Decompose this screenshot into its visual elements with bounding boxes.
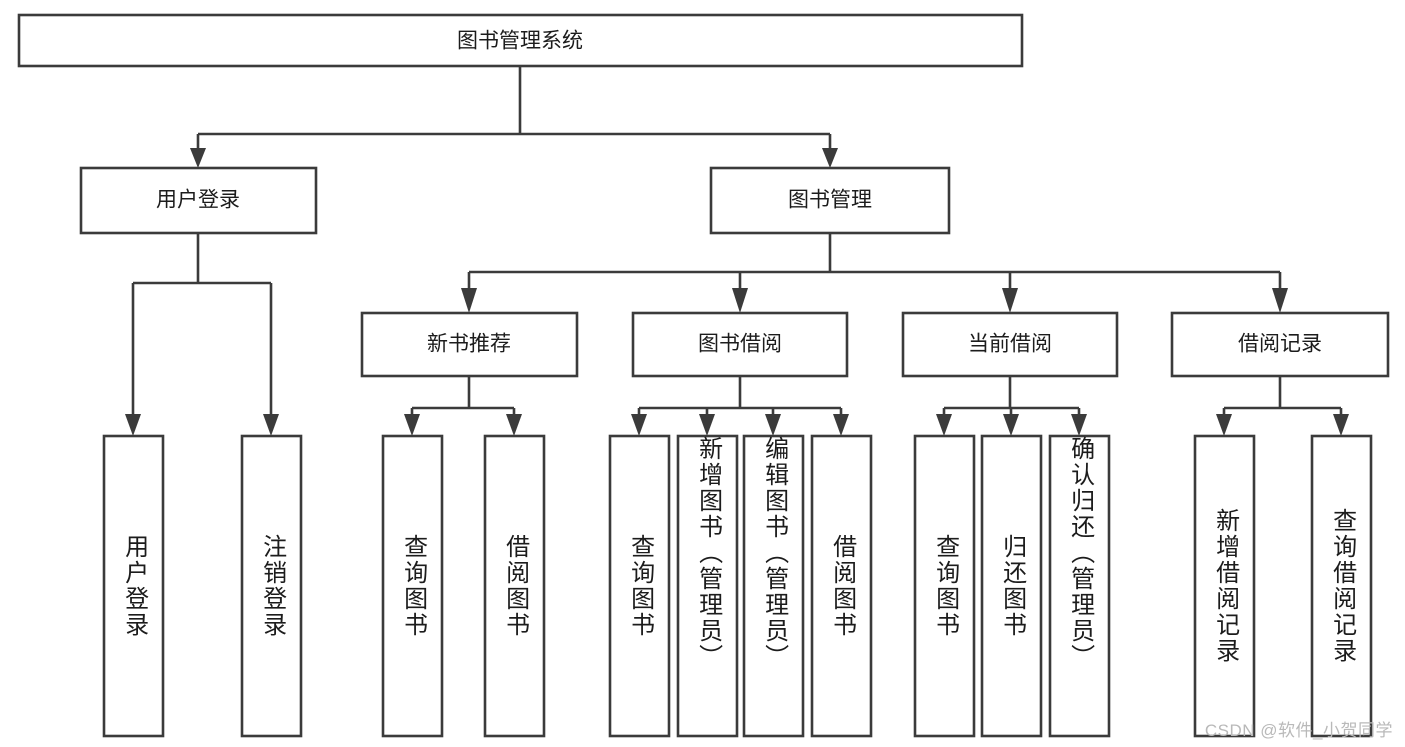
leaf-borrow-record-0[interactable]: [1193, 434, 1256, 738]
connector-root-to-level2: [196, 66, 832, 152]
connector-borrowrecord-bus: [1222, 376, 1343, 418]
watermark-text: CSDN @软件_小贺同学: [1204, 721, 1393, 740]
node-book-manage[interactable]: [709, 166, 951, 235]
leaf-user-login-1[interactable]: [240, 434, 303, 738]
connector-layer: [125, 66, 1349, 436]
leaf-user-login-0[interactable]: [102, 434, 165, 738]
node-book-manage-label: 图书管理: [788, 189, 872, 212]
leaf-current-borrow-2[interactable]: [1048, 434, 1111, 738]
connector-userlogin-bus: [131, 233, 273, 418]
node-new-book-recommend-label: 新书推荐: [427, 333, 511, 356]
arrow-bookborrow-leaf-2: [699, 414, 715, 436]
arrow-to-leaf-user-login: [125, 414, 141, 436]
arrow-bookborrow-leaf-3: [765, 414, 781, 436]
arrow-to-book-borrow: [732, 288, 748, 313]
arrow-to-new-book-recommend: [461, 288, 477, 313]
connector-newbook-bus: [410, 376, 516, 418]
node-book-borrow[interactable]: [631, 311, 849, 378]
node-new-book-recommend[interactable]: [360, 311, 579, 378]
arrow-newbook-leaf-1: [404, 414, 420, 436]
leaf-new-book-1[interactable]: [483, 434, 546, 738]
arrow-to-book-manage: [822, 148, 838, 168]
arrow-currentborrow-leaf-1: [936, 414, 952, 436]
connector-bookborrow-bus: [637, 376, 843, 418]
node-current-borrow[interactable]: [901, 311, 1119, 378]
leaf-borrow-record-1[interactable]: [1310, 434, 1373, 738]
leaf-current-borrow-0[interactable]: [913, 434, 976, 738]
arrow-to-user-login: [190, 148, 206, 168]
node-root-label: 图书管理系统: [457, 30, 583, 53]
connector-bookmanage-bus: [467, 233, 1282, 292]
arrow-newbook-leaf-2: [506, 414, 522, 436]
leaf-book-borrow-2[interactable]: [742, 434, 805, 738]
arrow-currentborrow-leaf-3: [1071, 414, 1087, 436]
node-borrow-record[interactable]: [1170, 311, 1390, 378]
leaf-current-borrow-1[interactable]: [980, 434, 1043, 738]
arrow-currentborrow-leaf-2: [1003, 414, 1019, 436]
node-borrow-record-label: 借阅记录: [1238, 333, 1322, 356]
arrow-bookborrow-leaf-1: [631, 414, 647, 436]
leaf-new-book-0[interactable]: [381, 434, 444, 738]
node-layer: 图书管理系统 用户登录 图书管理 新书推荐 图书借阅 当前借阅 借阅记录: [17, 13, 1390, 738]
node-user-login[interactable]: [79, 166, 318, 235]
leaf-book-borrow-3[interactable]: [810, 434, 873, 738]
arrow-borrowrecord-leaf-2: [1333, 414, 1349, 436]
arrow-to-borrow-record: [1272, 288, 1288, 313]
node-current-borrow-label: 当前借阅: [968, 333, 1052, 356]
node-book-borrow-label: 图书借阅: [698, 333, 782, 356]
leaf-book-borrow-0[interactable]: [608, 434, 671, 738]
connector-currentborrow-bus: [942, 376, 1081, 418]
arrow-to-leaf-logout: [263, 414, 279, 436]
arrow-borrowrecord-leaf-1: [1216, 414, 1232, 436]
leaf-book-borrow-1[interactable]: [676, 434, 739, 738]
arrow-bookborrow-leaf-4: [833, 414, 849, 436]
node-root[interactable]: [17, 13, 1024, 68]
node-user-login-label: 用户登录: [156, 189, 240, 212]
arrow-to-current-borrow: [1002, 288, 1018, 313]
